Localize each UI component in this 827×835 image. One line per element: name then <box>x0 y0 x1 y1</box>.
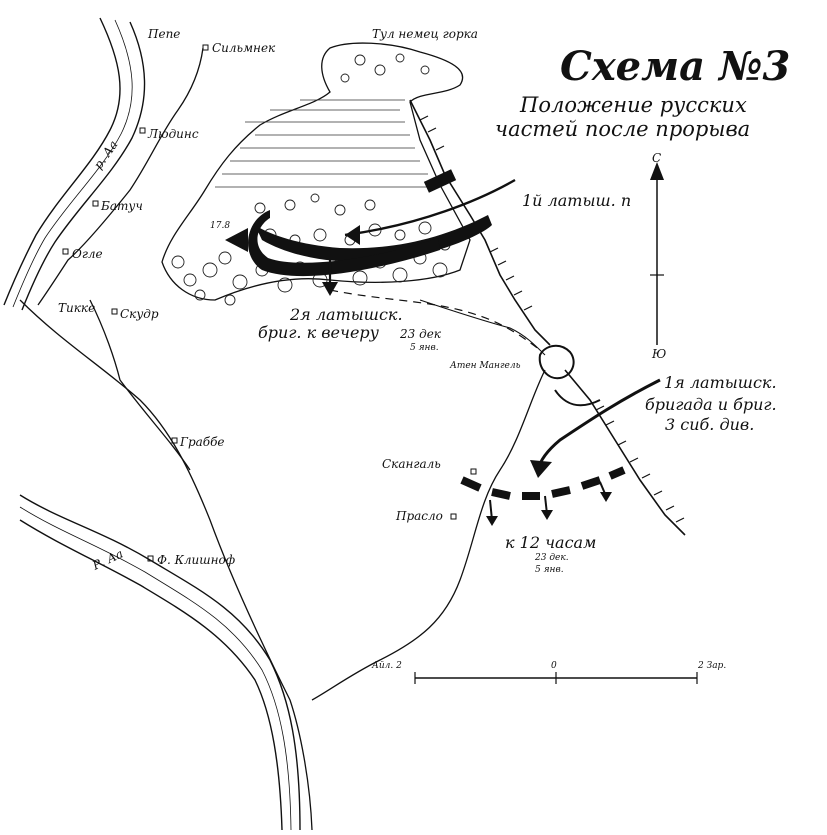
label-klyashof: Ф. Клишноф <box>157 553 235 567</box>
label-first-brigade-l3: 3 сиб. див. <box>665 415 754 434</box>
label-second-brigade-date: 23 дек <box>399 327 442 341</box>
label-aten-mangel: Атен Мангель <box>449 361 521 371</box>
label-batuch: Батуч <box>100 199 143 213</box>
label-ogle: Огле <box>72 247 103 261</box>
label-tikke: Тикке <box>58 301 95 315</box>
label-ludinc: Людинс <box>147 127 199 141</box>
label-tul: Тул немец горка <box>372 27 478 41</box>
label-skudr: Скудр <box>120 307 159 321</box>
label-praslo: Прасло <box>395 509 443 523</box>
label-first-brigade-l1: 1я латышск. <box>664 373 777 392</box>
place-markers <box>62 44 477 562</box>
north-arrow <box>650 162 664 345</box>
scale-right: 2 Зар. <box>697 661 726 671</box>
river-ar-label: Р. Аа <box>89 547 125 574</box>
label-skangal: Скангаль <box>382 457 441 471</box>
label-first-brigade-l2: бригада и бриг. <box>645 395 777 414</box>
label-noon: к 12 часам <box>505 533 596 552</box>
front-line <box>409 99 686 536</box>
label-graben: Граббе <box>179 435 225 449</box>
roads <box>19 47 546 831</box>
label-second-brigade-l1: 2я латышск. <box>289 305 403 324</box>
label-elevation: 17.8 <box>210 221 230 231</box>
label-pepe: Пепе <box>147 27 180 41</box>
russian-positions <box>225 169 661 526</box>
compass-north: С <box>652 151 661 165</box>
marsh-area <box>161 42 471 306</box>
map-subtitle-line1: Положение русских <box>519 93 747 117</box>
label-noon-date: 23 дек. <box>534 553 569 563</box>
label-silmnek: Сильмнек <box>212 41 276 55</box>
scale-bar <box>414 672 698 684</box>
compass-south: Ю <box>651 347 666 361</box>
label-noon-date2: 5 янв. <box>535 565 564 575</box>
label-second-brigade-date2: 5 янв. <box>410 343 439 353</box>
map-title: Схема №3 <box>560 43 790 90</box>
label-first-latvian-regiment: 1й латыш. п <box>522 191 631 210</box>
river-aa-north <box>3 17 146 311</box>
map-subtitle-line2: частей после прорыва <box>495 117 750 141</box>
river-aa-south <box>19 494 301 831</box>
label-second-brigade-l2: бриг. к вечеру <box>258 323 380 342</box>
scale-left: Айл. 2 <box>371 661 402 671</box>
scale-middle: 0 <box>551 661 557 671</box>
